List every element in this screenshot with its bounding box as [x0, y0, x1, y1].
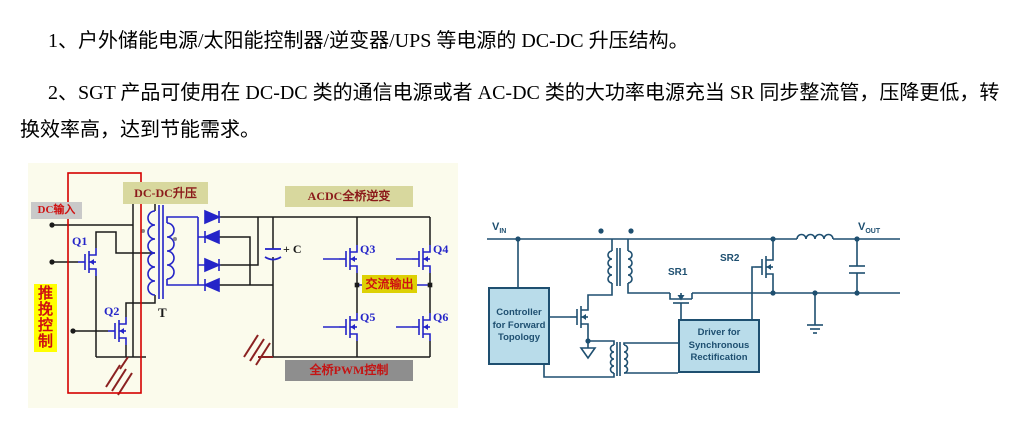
label-sr2: SR2	[720, 253, 740, 264]
paragraph-2: 2、SGT 产品可使用在 DC-DC 类的通信电源或者 AC-DC 类的大功率电…	[20, 82, 1000, 141]
junction-dots-right	[515, 228, 860, 344]
label-vout: VOUT	[858, 221, 880, 235]
vout-main: V	[858, 221, 866, 233]
vin-main: V	[492, 221, 500, 233]
label-sr1: SR1	[668, 267, 688, 278]
sr1-arrow	[677, 295, 685, 301]
transformer-label: T	[158, 305, 167, 320]
label-full-bridge-pwm-control: 全桥PWM控制	[285, 360, 413, 381]
q6-label: Q6	[433, 310, 448, 324]
pushpull-boost-inverter-diagram: Q1 Q2 Q3 Q4 Q5 Q6 T + C DC输入 DC-DC升压 ACD…	[28, 163, 458, 408]
q1-label: Q1	[72, 234, 87, 248]
q5-label: Q5	[360, 310, 375, 324]
label-ac-output: 交流输出	[362, 275, 417, 293]
label-push-pull-control: 推挽控制	[34, 284, 57, 352]
rectifier-diode-bridge	[197, 209, 222, 293]
label-acdc-full-bridge-inverter: ACDC全桥逆变	[285, 186, 413, 207]
sr2-mosfet	[754, 252, 774, 282]
sync-rect-circuit-graphic	[487, 228, 900, 378]
q4-label: Q4	[433, 242, 448, 256]
junction-dots	[49, 222, 433, 334]
secondary-phase-dot	[173, 237, 177, 241]
ground-symbol-left	[105, 356, 133, 396]
bus-capacitor	[264, 248, 282, 261]
controller-box: Controller for Forward Topology	[488, 287, 550, 365]
label-vin: VIN	[492, 221, 506, 235]
boost-transformer	[147, 205, 198, 299]
label-dcdc-boost: DC-DC升压	[123, 182, 208, 204]
q2-label: Q2	[104, 304, 119, 318]
label-dc-input: DC输入	[31, 202, 82, 219]
q3-label: Q3	[360, 242, 375, 256]
pushpull-highlight-rect	[67, 172, 142, 394]
primary-mosfet	[569, 302, 589, 332]
paragraph-1: 1、户外储能电源/太阳能控制器/逆变器/UPS 等电源的 DC-DC 升压结构。	[48, 30, 689, 52]
primary-phase-dot	[141, 229, 145, 233]
vout-sub: OUT	[865, 228, 881, 236]
vin-sub: IN	[499, 228, 507, 236]
ground-symbol-middle	[243, 334, 273, 366]
capacitor-label: + C	[283, 242, 302, 256]
text-block: 1、户外储能电源/太阳能控制器/逆变器/UPS 等电源的 DC-DC 升压结构。…	[0, 0, 1030, 164]
sync-rectification-diagram: VIN VOUT SR1 SR2 Controller for Forward …	[480, 215, 958, 400]
driver-box: Driver for Synchronous Rectification	[678, 319, 760, 373]
